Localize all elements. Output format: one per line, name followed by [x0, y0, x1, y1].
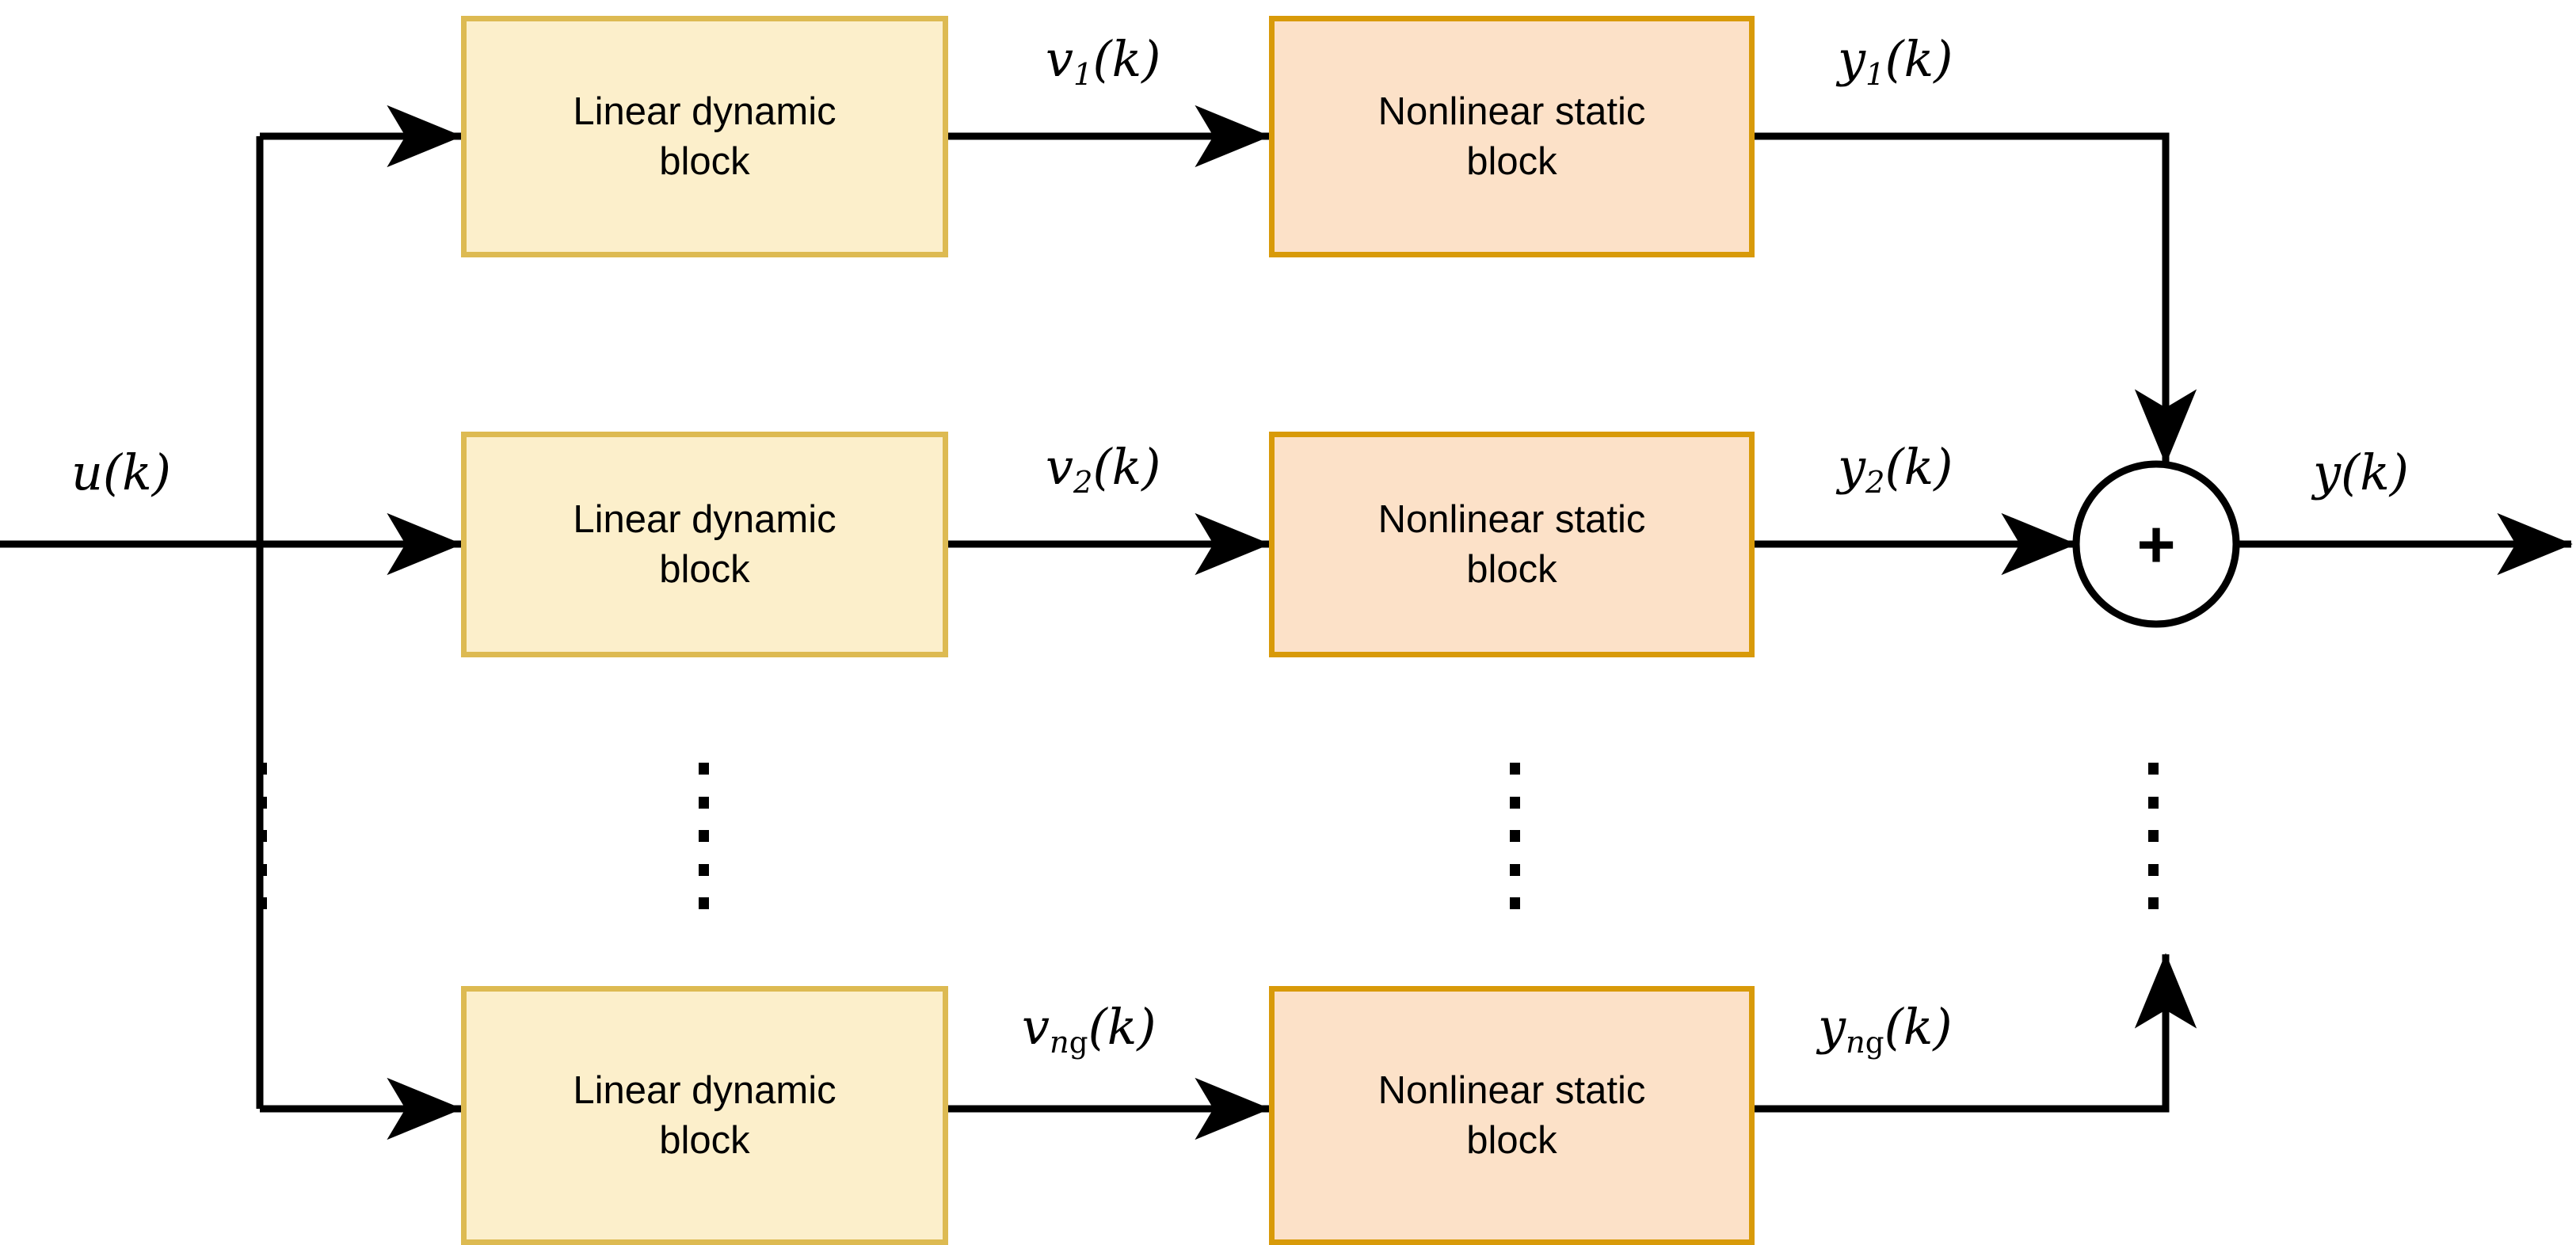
ellipsis-dot: [698, 830, 709, 842]
signal-label-y2-sub: 2: [1865, 464, 1885, 501]
ellipsis-dot: [698, 796, 709, 809]
signal-label-y2-arg: (k): [1884, 438, 1953, 496]
nonlinear-static-block-n[interactable]: Nonlinear static block: [1269, 986, 1755, 1245]
linear-dynamic-block-n[interactable]: Linear dynamic block: [461, 986, 948, 1245]
ellipsis-dot: [256, 830, 267, 842]
ellipsis-dot: [2147, 796, 2159, 809]
nonlinear-static-block-2-label: Nonlinear static block: [1378, 497, 1646, 591]
vertical-ellipsis-summation-column: [2147, 763, 2159, 909]
signal-label-v2: v2(k): [1046, 438, 1160, 501]
signal-label-vn-base: v: [1022, 998, 1050, 1056]
signal-label-yn-subsub: g: [1865, 1025, 1884, 1060]
linear-dynamic-block-n-label: Linear dynamic block: [573, 1068, 836, 1162]
signal-label-vn-arg: (k): [1088, 998, 1157, 1056]
signal-label-v2-base: v: [1046, 438, 1074, 496]
ellipsis-dot: [2147, 763, 2159, 775]
ellipsis-dot: [256, 796, 267, 809]
signal-label-yn-sub: n: [1846, 1024, 1865, 1060]
ellipsis-dot: [256, 863, 267, 876]
ellipsis-dot: [2147, 830, 2159, 842]
ellipsis-dot: [1509, 863, 1520, 876]
signal-label-yn-arg: (k): [1884, 998, 1953, 1056]
ellipsis-dot: [1509, 830, 1520, 842]
signal-label-v2-arg: (k): [1092, 438, 1161, 496]
vertical-ellipsis-linear-column: [697, 763, 710, 909]
ellipsis-dot: [698, 863, 709, 876]
summation-plus-symbol: +: [2117, 504, 2196, 584]
ellipsis-dot: [1509, 763, 1520, 775]
summation-plus-label: +: [2136, 506, 2176, 581]
nonlinear-static-block-n-label: Nonlinear static block: [1378, 1068, 1646, 1162]
summation-node: [2072, 460, 2240, 628]
linear-dynamic-block-2-label: Linear dynamic block: [573, 497, 836, 591]
signal-label-y2-base: y: [1838, 438, 1866, 496]
output-signal-label: y(k): [2313, 444, 2409, 501]
linear-dynamic-block-1[interactable]: Linear dynamic block: [461, 16, 948, 257]
signal-label-vn-sub: n: [1050, 1024, 1069, 1060]
wire-y1-to-sum: [1755, 132, 2197, 465]
signal-label-v2-sub: 2: [1073, 464, 1093, 501]
wire-yn-to-sum: [1755, 953, 2197, 1113]
nonlinear-static-block-2[interactable]: Nonlinear static block: [1269, 432, 1755, 657]
signal-label-v1-arg: (k): [1092, 30, 1161, 88]
nonlinear-static-block-1[interactable]: Nonlinear static block: [1269, 16, 1755, 257]
signal-label-yn: yng(k): [1818, 998, 1953, 1060]
vertical-ellipsis-nonlinear-column: [1508, 763, 1521, 909]
signal-label-y1-sub: 1: [1865, 56, 1885, 93]
signal-label-v1-base: v: [1046, 30, 1074, 88]
vertical-ellipsis-input: [255, 763, 268, 909]
signal-label-v1: v1(k): [1046, 30, 1160, 93]
signal-label-vn: vng(k): [1022, 998, 1157, 1060]
signal-label-y1-base: y: [1838, 30, 1866, 88]
signal-label-vn-subsub: g: [1069, 1025, 1088, 1060]
output-signal-text: y(k): [2313, 444, 2409, 501]
signal-label-y2: y2(k): [1838, 438, 1953, 501]
ellipsis-dot: [698, 897, 709, 909]
linear-dynamic-block-2[interactable]: Linear dynamic block: [461, 432, 948, 657]
ellipsis-dot: [256, 763, 267, 775]
linear-dynamic-block-1-label: Linear dynamic block: [573, 89, 836, 183]
ellipsis-dot: [1509, 897, 1520, 909]
ellipsis-dot: [2147, 897, 2159, 909]
ellipsis-dot: [2147, 863, 2159, 876]
signal-label-y1-arg: (k): [1884, 30, 1953, 88]
signal-label-v1-sub: 1: [1073, 56, 1093, 93]
input-signal-label: u(k): [71, 444, 171, 501]
ellipsis-dot: [1509, 796, 1520, 809]
signal-label-y1: y1(k): [1838, 30, 1953, 93]
ellipsis-dot: [698, 763, 709, 775]
input-signal-text: u(k): [71, 444, 171, 501]
ellipsis-dot: [256, 897, 267, 909]
nonlinear-static-block-1-label: Nonlinear static block: [1378, 89, 1646, 183]
signal-label-yn-base: y: [1818, 998, 1846, 1056]
